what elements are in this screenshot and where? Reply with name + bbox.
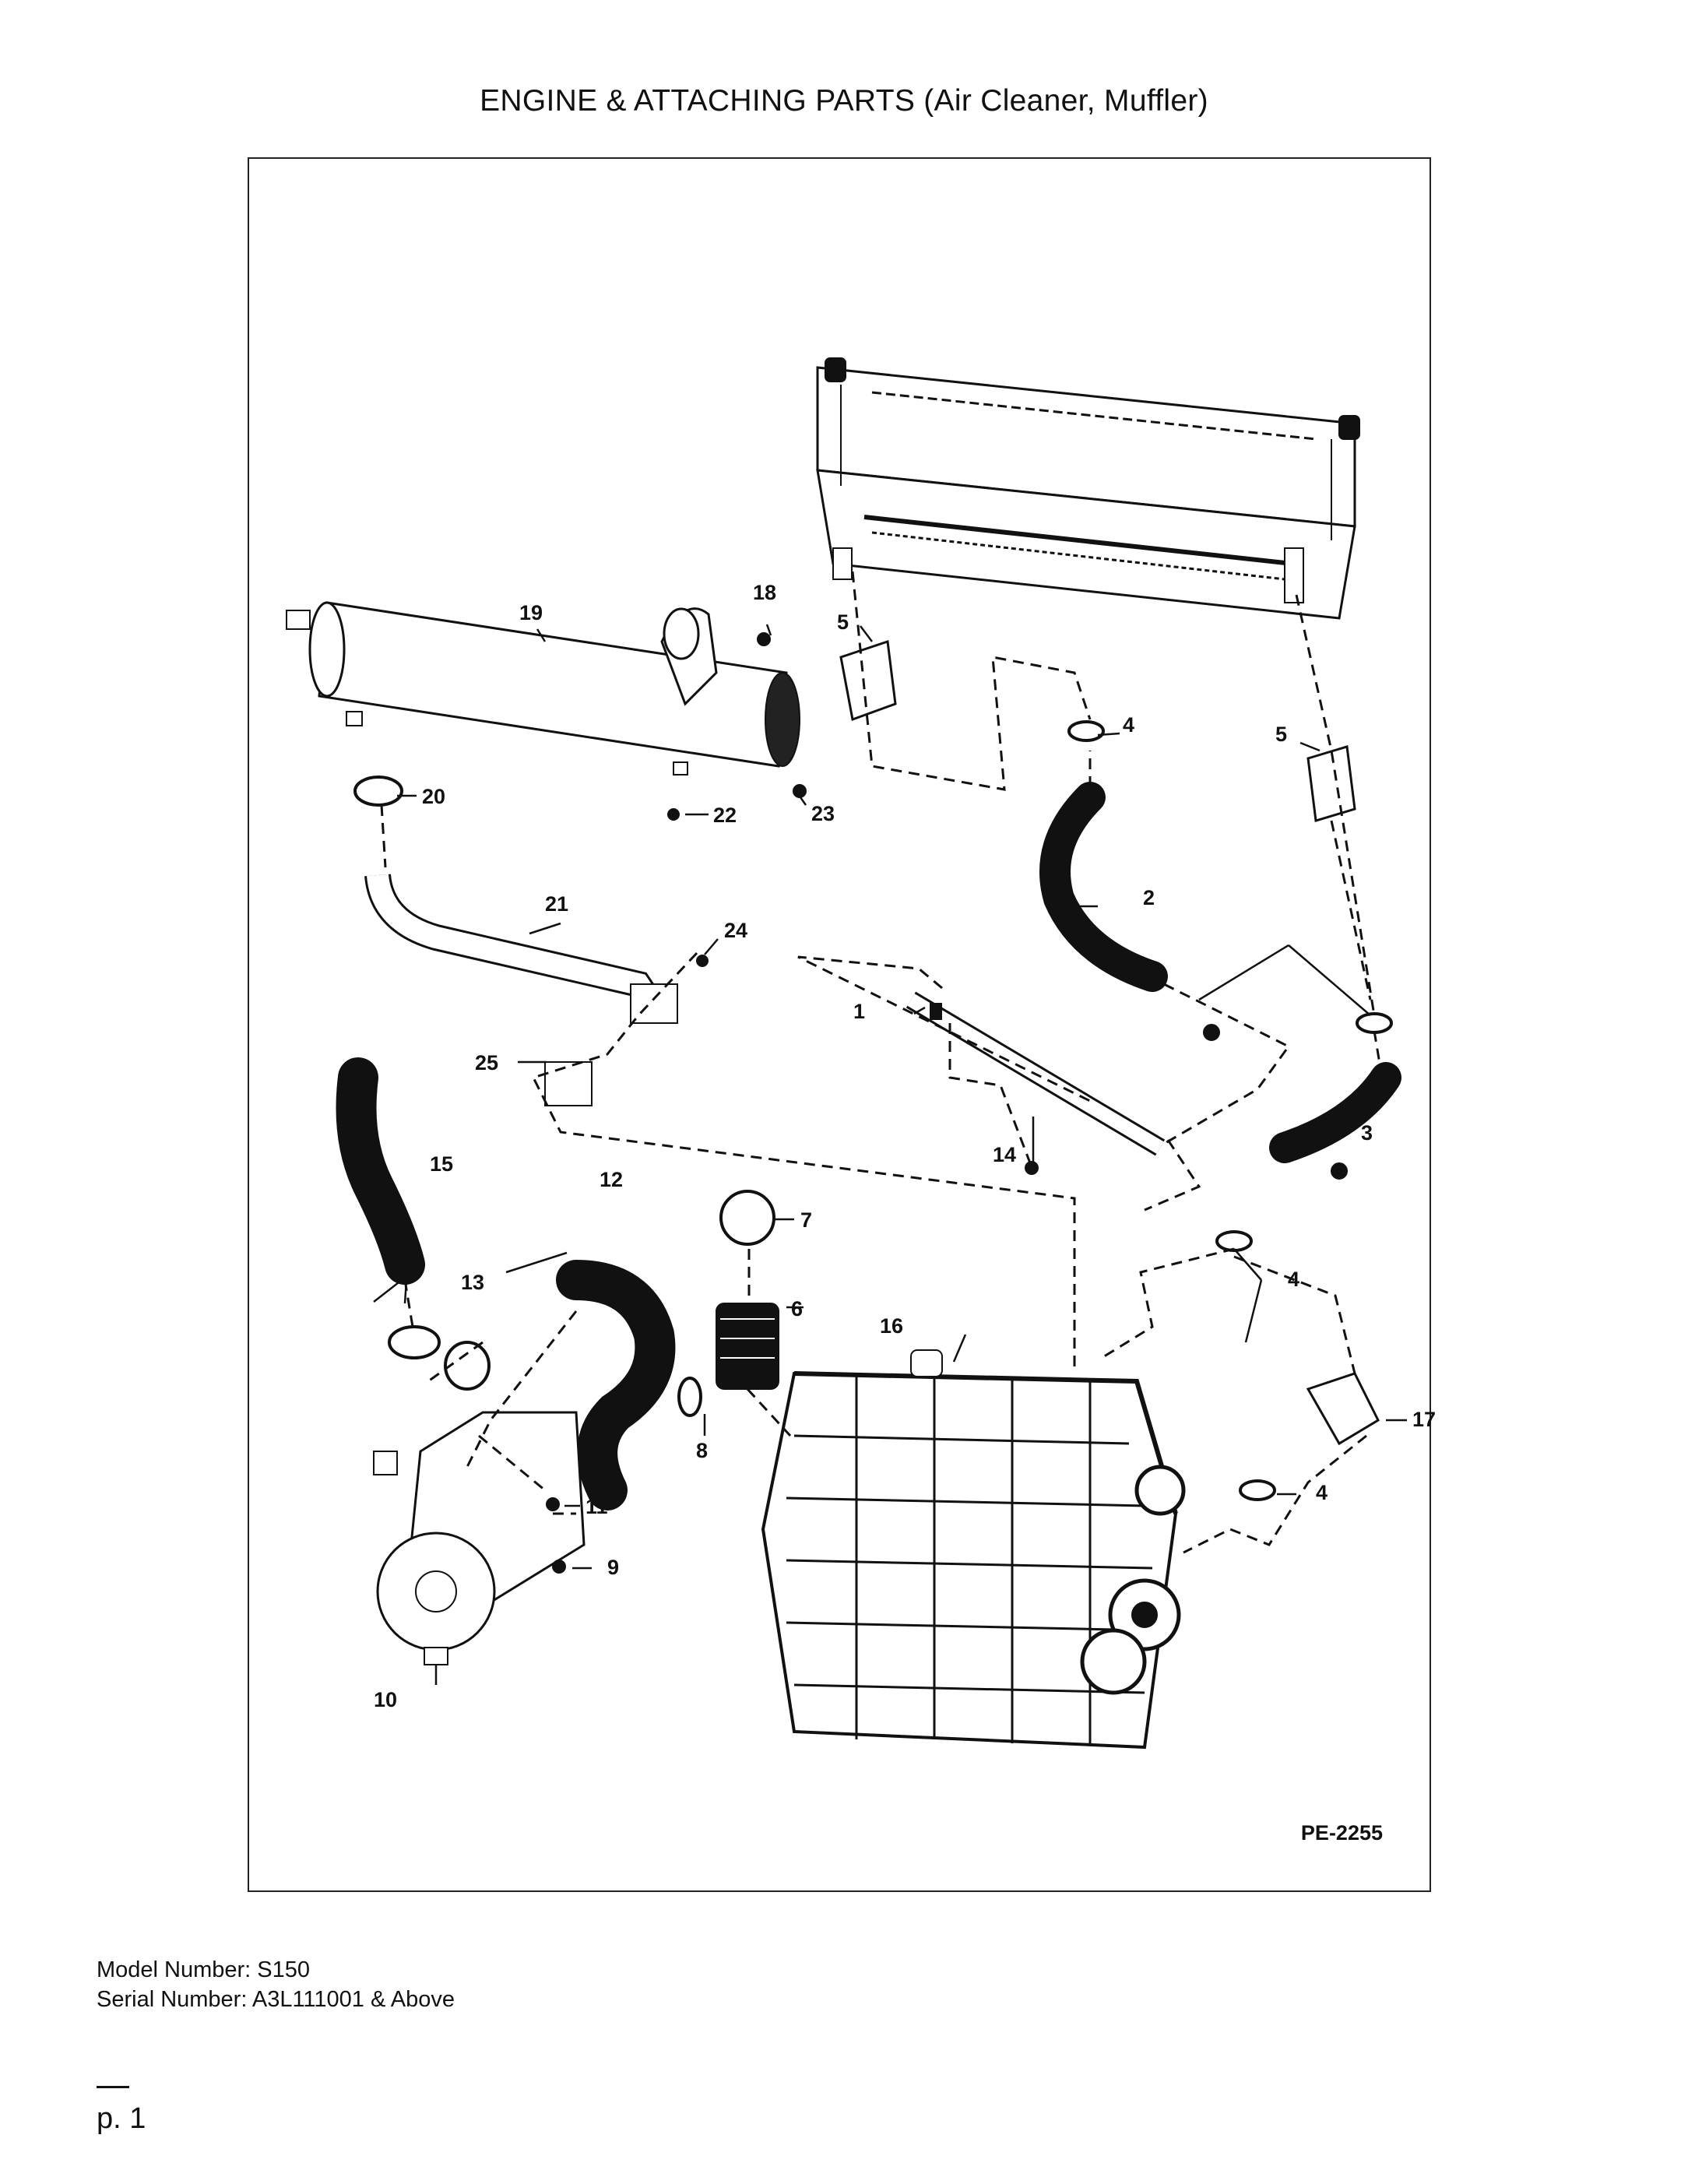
callout-25: 25 <box>475 1051 498 1074</box>
callout-17: 17 <box>1412 1408 1436 1431</box>
callout-1: 1 <box>853 1000 865 1023</box>
callout-22: 22 <box>713 804 737 827</box>
callout-9: 9 <box>607 1556 619 1579</box>
gasket-25 <box>544 1061 593 1106</box>
page-title: ENGINE & ATTACHING PARTS (Air Cleaner, M… <box>480 84 1208 118</box>
callout-4-middle: 4 <box>1288 1268 1299 1291</box>
hose-15 <box>336 1057 425 1285</box>
callout-15: 15 <box>430 1152 453 1176</box>
model-number: Model Number: S150 <box>97 1957 311 1982</box>
callout-23: 23 <box>811 802 835 825</box>
callout-8: 8 <box>696 1439 708 1462</box>
hose-12 <box>556 1260 676 1511</box>
engine-16 <box>761 1349 1186 1750</box>
callout-13: 13 <box>461 1271 484 1294</box>
callout-21: 21 <box>545 892 568 916</box>
callout-7: 7 <box>800 1208 812 1232</box>
page-number-rule <box>97 2086 129 2088</box>
upper-hose-2 <box>1039 782 1168 992</box>
callout-18: 18 <box>753 581 776 604</box>
muffler-19 <box>286 601 800 775</box>
diagram-code: PE-2255 <box>1300 1821 1383 1845</box>
callout-20: 20 <box>422 785 445 808</box>
callout-4-bottom: 4 <box>1316 1481 1328 1504</box>
callout-5-left: 5 <box>837 610 849 634</box>
callout-19: 19 <box>519 601 543 624</box>
bellows-6 <box>716 1303 779 1390</box>
radiator <box>816 357 1360 620</box>
callout-3: 3 <box>1361 1121 1373 1145</box>
callout-6: 6 <box>791 1297 803 1321</box>
callout-12: 12 <box>600 1168 623 1191</box>
callout-5-right: 5 <box>1275 723 1287 746</box>
page-number: p. 1 <box>97 2102 146 2135</box>
callout-2: 2 <box>1143 886 1155 909</box>
callout-16: 16 <box>880 1314 903 1338</box>
lower-hose-3 <box>1269 1062 1401 1163</box>
callout-14: 14 <box>993 1143 1016 1166</box>
callout-4-top: 4 <box>1123 713 1134 737</box>
callout-24: 24 <box>724 919 747 942</box>
callout-11: 11 <box>586 1495 608 1518</box>
air-cleaner-10 <box>373 1411 586 1665</box>
diagram-frame: 2 3 4 4 4 5 5 6 7 8 9 10 11 12 13 14 15 … <box>248 157 1436 1892</box>
exploded-view-diagram: 2 3 4 4 4 5 5 6 7 8 9 10 11 12 13 14 15 … <box>286 357 1436 1750</box>
serial-number: Serial Number: A3L111001 & Above <box>97 1987 455 2012</box>
callout-10: 10 <box>374 1688 397 1711</box>
